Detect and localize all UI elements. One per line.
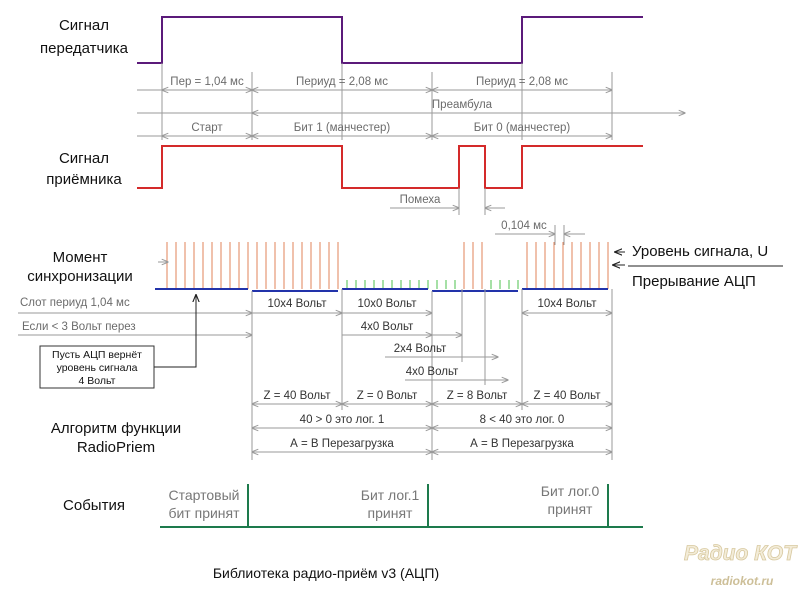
timing-dimensions [137, 63, 685, 140]
adc-v2-label: 10х0 Вольт [357, 298, 417, 310]
adc-dimensions [18, 289, 612, 460]
noise-dimension [390, 188, 505, 215]
period1-label: Периуд = 2,08 мс [296, 76, 388, 88]
adc-note-pointer [154, 295, 196, 368]
algo-reset2: А = В Перезагрузка [470, 438, 574, 450]
algo-cmp1: 40 > 0 это лог. 1 [300, 414, 385, 426]
if-less-label: Если < 3 Вольт перез [22, 321, 136, 333]
event2-line2: принят [368, 505, 414, 521]
step-label: 0,104 мс [501, 220, 547, 232]
sync-label-line1: Момент [53, 249, 108, 266]
event1-line2: бит принят [168, 505, 240, 521]
start-label: Старт [191, 122, 223, 134]
event1-line1: Стартовый [169, 487, 240, 503]
adc-v4-label: 2х4 Вольт [394, 343, 447, 355]
adc-note-line2: уровень сигнала [57, 362, 138, 374]
events-label: События [63, 497, 125, 514]
adc-v5-label: 4х0 Вольт [406, 366, 459, 378]
algo-cmp2: 8 < 40 это лог. 0 [480, 414, 565, 426]
algo-z3: Z = 8 Вольт [447, 390, 508, 402]
adc-sample-ticks [166, 242, 609, 289]
tx-label-line2: передатчика [40, 40, 129, 57]
tx-signal-waveform [137, 16, 643, 64]
tx-label-line1: Сигнал [59, 17, 109, 34]
event3-line2: принят [548, 501, 594, 517]
watermark-logo: Радио КОТ radiokot.ru [684, 542, 798, 588]
algo-label-line1: Алгоритм функции [51, 420, 181, 437]
bit0-label: Бит 0 (манчестер) [474, 122, 571, 134]
algo-label-line2: RadioPriem [77, 439, 155, 456]
step-dimension [495, 225, 585, 245]
caption: Библиотека радио-приём v3 (АЦП) [213, 565, 439, 581]
event3-line1: Бит лог.0 [541, 483, 600, 499]
event2-line1: Бит лог.1 [361, 487, 420, 503]
per-start-label: Пер = 1,04 мс [170, 76, 244, 88]
rx-label-line1: Сигнал [59, 150, 109, 167]
algo-dimensions [252, 404, 612, 452]
adc-v6-label: 10х4 Вольт [537, 298, 597, 310]
rx-label-line2: приёмника [46, 171, 122, 188]
algo-z1: Z = 40 Вольт [263, 390, 331, 402]
algo-z4: Z = 40 Вольт [533, 390, 601, 402]
rx-signal-waveform [137, 145, 643, 189]
algo-reset1: А = В Перезагрузка [290, 438, 394, 450]
period2-label: Периуд = 2,08 мс [476, 76, 568, 88]
watermark-title: Радио КОТ [684, 542, 798, 565]
adc-v3-label: 4х0 Вольт [361, 321, 414, 333]
slot-label: Слот периуд 1,04 мс [20, 297, 130, 309]
events-line [160, 484, 643, 528]
level-label: Уровень сигнала, U [632, 243, 768, 260]
adc-irq-label: Прерывание АЦП [632, 273, 756, 290]
adc-v1-label: 10х4 Вольт [267, 298, 327, 310]
sync-label-line2: синхронизации [27, 268, 133, 285]
watermark-url: radiokot.ru [711, 574, 774, 588]
adc-baseline [155, 288, 608, 292]
noise-label: Помеха [400, 194, 441, 206]
bit1-label: Бит 1 (манчестер) [294, 122, 391, 134]
algo-z2: Z = 0 Вольт [357, 390, 418, 402]
adc-note-line1: Пусть АЦП вернёт [52, 349, 142, 361]
preamble-label: Преамбула [432, 99, 493, 111]
adc-note-line3: 4 Вольт [79, 375, 116, 387]
